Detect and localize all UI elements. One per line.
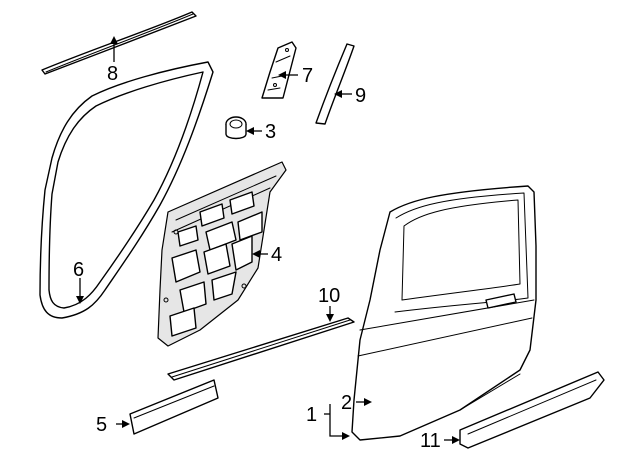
part-9-sash-trim[interactable] — [315, 43, 355, 125]
callout-4: 4 — [271, 244, 282, 266]
callout-9: 9 — [355, 85, 366, 107]
callout-3: 3 — [265, 121, 276, 143]
callout-8: 8 — [107, 63, 118, 85]
callout-10: 10 — [318, 285, 340, 307]
part-4-inner-panel[interactable] — [157, 161, 287, 347]
leader-lines — [76, 36, 460, 444]
callout-1: 1 — [306, 404, 317, 426]
part-10-belt-molding[interactable] — [167, 317, 355, 381]
part-7-bracket[interactable] — [261, 41, 297, 99]
callout-6: 6 — [73, 259, 84, 281]
callout-7: 7 — [302, 65, 313, 87]
part-1-door-shell[interactable] — [351, 185, 537, 441]
part-6-door-weatherstrip[interactable] — [39, 61, 214, 319]
part-11-lower-molding[interactable] — [459, 371, 605, 449]
part-3-plug[interactable] — [225, 116, 247, 140]
callout-2: 2 — [341, 392, 352, 414]
callout-11: 11 — [420, 430, 441, 452]
part-8-roof-molding[interactable] — [41, 11, 197, 75]
part-5-applique[interactable] — [129, 379, 219, 435]
callout-5: 5 — [96, 414, 107, 436]
